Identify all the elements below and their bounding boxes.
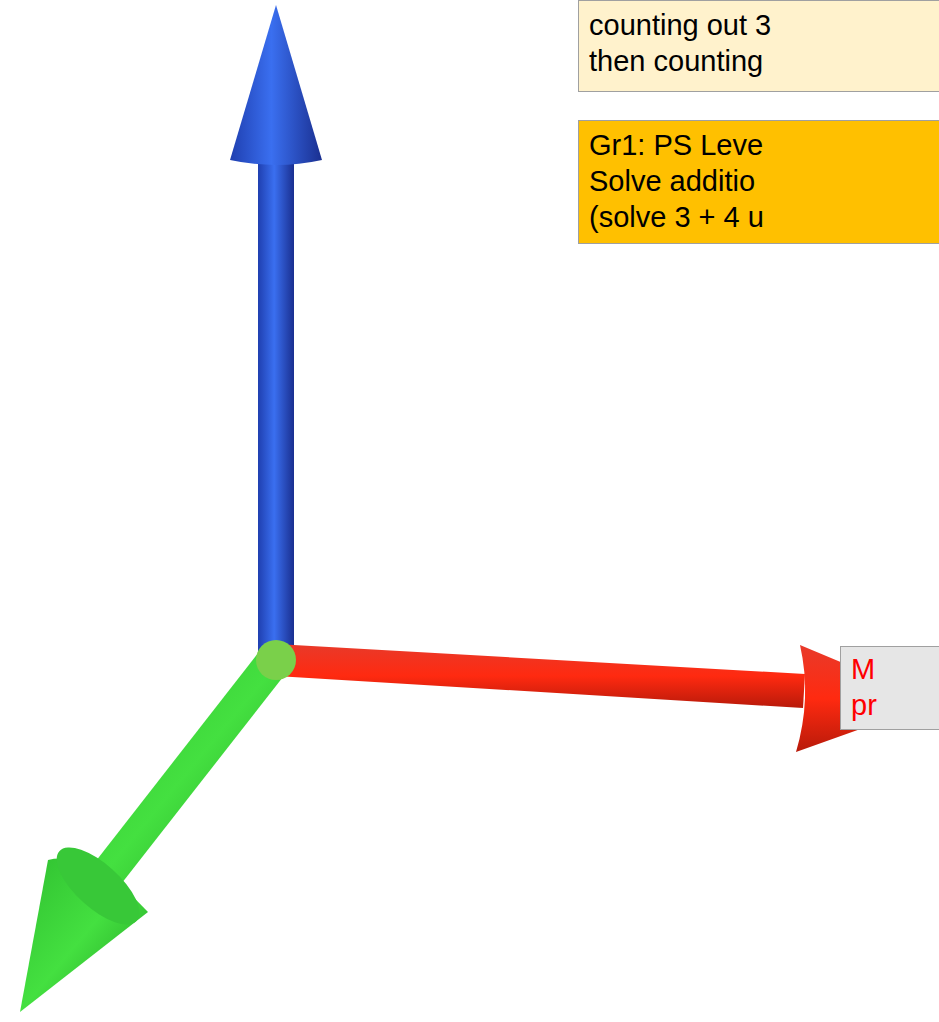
blue-axis-head xyxy=(230,5,322,165)
red-axis-shaft xyxy=(276,644,805,708)
green-axis-shaft xyxy=(92,648,290,888)
box-text: M pr xyxy=(851,651,899,723)
box-text: Gr1: PS Leve Solve additio (solve 3 + 4 … xyxy=(589,127,811,235)
box-text: counting out 3 then counting xyxy=(589,7,821,79)
axes-origin xyxy=(256,640,296,680)
text-box: Gr1: PS Leve Solve additio (solve 3 + 4 … xyxy=(578,120,939,244)
green-axis-head-base xyxy=(45,835,152,937)
blue-axis-shaft xyxy=(258,160,294,660)
text-box: counting out 3 then counting xyxy=(578,0,939,92)
text-box: M pr xyxy=(840,646,939,730)
